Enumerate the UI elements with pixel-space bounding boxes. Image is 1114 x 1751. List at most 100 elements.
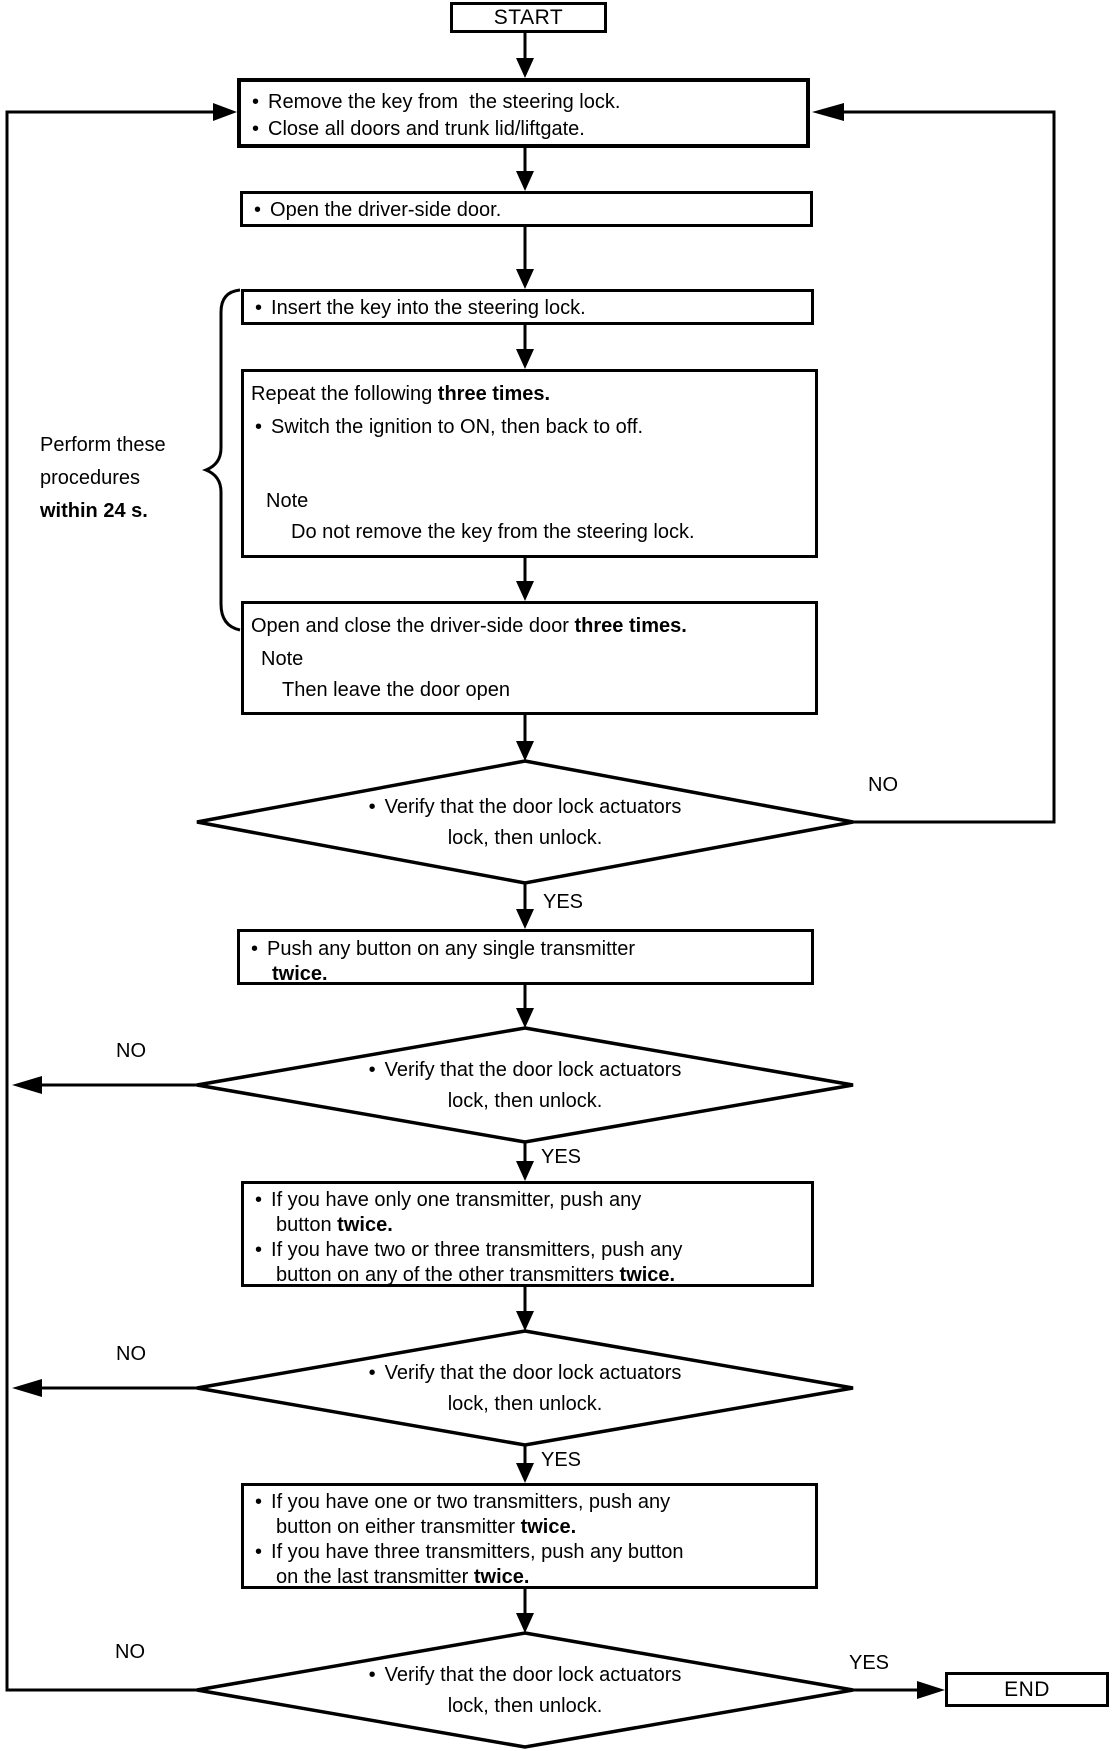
box-line: •Open the driver-side door. [243, 197, 810, 224]
arrowhead-verify3-yes [516, 1463, 534, 1483]
bullet-glyph: • [255, 1491, 263, 1513]
decision-verify-4-label: •Verify that the door lock actuators loc… [225, 1660, 825, 1722]
arrowhead-program-last-to-verify4 [516, 1613, 534, 1633]
process-box-open-door: •Open the driver-side door. [240, 191, 813, 227]
box-line: •Switch the ignition to ON, then back to… [244, 414, 815, 441]
brace-within-24s [201, 288, 241, 632]
verify1-no-label: NO [868, 774, 898, 796]
box-line: •If you have two or three transmitters, … [255, 1239, 683, 1261]
side-note-line: procedures [40, 467, 141, 489]
box-line: Repeat the following three times. [251, 383, 551, 405]
bullet-glyph: • [255, 297, 263, 319]
box-line: •Close all doors and trunk lid/liftgate. [241, 116, 806, 143]
process-box-ignition-cycles: Repeat the following three times. •Switc… [241, 369, 818, 558]
decision-line: •Verify that the door lock actuators [225, 1358, 825, 1389]
note-label: Note [261, 648, 304, 670]
process-box-program-last: •If you have one or two transmitters, pu… [241, 1483, 818, 1589]
decision-verify-2-shape [196, 1026, 854, 1144]
decision-verify-1-shape [196, 759, 854, 885]
box-line: button twice. [276, 1214, 393, 1236]
box-line: •If you have three transmitters, push an… [255, 1541, 684, 1563]
decision-line: lock, then unlock. [447, 1090, 603, 1112]
verify1-no-loop-line [844, 110, 1056, 824]
box-line: button on any of the other transmitters … [276, 1264, 676, 1286]
decision-line: lock, then unlock. [447, 1393, 603, 1415]
arrowhead-door-cycle-to-verify1 [516, 741, 534, 761]
arrowhead-into-reset-left [213, 103, 237, 121]
arrowhead-ignition-to-door-cycle [516, 581, 534, 601]
box-line: •If you have one or two transmitters, pu… [255, 1491, 671, 1513]
decision-verify-3-shape [196, 1329, 854, 1447]
process-box-reset: •Remove the key from the steering lock. … [237, 78, 810, 148]
decision-line: •Verify that the door lock actuators [225, 1055, 825, 1086]
box-line: button on either transmitter twice. [276, 1516, 577, 1538]
verify3-yes-label: YES [541, 1449, 582, 1471]
bullet-glyph: • [251, 938, 259, 960]
box-line: on the last transmitter twice. [276, 1566, 530, 1588]
bullet-glyph: • [255, 1189, 263, 1211]
flow-arrows [516, 33, 534, 1633]
side-note-line: Perform these [40, 434, 166, 456]
verify3-no-label: NO [116, 1343, 146, 1365]
box-line: •Push any button on any single transmitt… [251, 938, 636, 960]
arrowhead-reset-to-open-door [516, 171, 534, 191]
bullet-glyph: • [368, 796, 376, 818]
decision-verify-4-shape [196, 1631, 854, 1749]
box-line: twice. [272, 963, 328, 985]
box-line: Open and close the driver-side door thre… [251, 615, 687, 637]
box-line: •If you have only one transmitter, push … [255, 1189, 642, 1211]
side-note-line: within 24 s. [40, 500, 148, 522]
arrowhead-verify2-no [12, 1076, 42, 1094]
decision-line: •Verify that the door lock actuators [225, 792, 825, 823]
process-box-program-next: •If you have only one transmitter, push … [241, 1181, 814, 1287]
bullet-glyph: • [368, 1664, 376, 1686]
feedback-lines [5, 110, 1056, 1692]
box-line: •Remove the key from the steering lock. [241, 89, 806, 116]
verify1-yes-label: YES [543, 891, 584, 913]
verify4-no-label: NO [115, 1641, 145, 1663]
feedback-arrowheads [12, 103, 945, 1699]
start-label: START [493, 6, 564, 29]
arrowhead-into-reset-right [812, 103, 844, 121]
decision-line: lock, then unlock. [447, 827, 603, 849]
arrowhead-insert-key-to-ignition [516, 349, 534, 369]
arrowhead-verify2-yes [516, 1161, 534, 1181]
arrowhead-verify3-no [12, 1379, 42, 1397]
process-box-push-button: •Push any button on any single transmitt… [237, 929, 814, 985]
arrowhead-open-door-to-insert-key [516, 269, 534, 289]
note-label: Note [266, 490, 309, 512]
arrowhead-program-next-to-verify3 [516, 1311, 534, 1331]
bullet-glyph: • [255, 1239, 263, 1261]
note-text: Do not remove the key from the steering … [291, 521, 695, 543]
process-box-door-cycle: Open and close the driver-side door thre… [241, 601, 818, 715]
decision-line: •Verify that the door lock actuators [225, 1660, 825, 1691]
decision-verify-3-label: •Verify that the door lock actuators loc… [225, 1358, 825, 1420]
arrowhead-verify1-yes [516, 909, 534, 929]
decision-shapes [196, 759, 854, 1749]
arrowhead-push-button-to-verify2 [516, 1008, 534, 1028]
end-terminal: END [945, 1672, 1109, 1707]
decision-verify-2-label: •Verify that the door lock actuators loc… [225, 1055, 825, 1117]
decision-verify-1-label: •Verify that the door lock actuators loc… [225, 792, 825, 854]
verify2-no-label: NO [116, 1040, 146, 1062]
bullet-glyph: • [252, 118, 260, 140]
side-note-within-24s: Perform these procedures within 24 s. [40, 429, 220, 528]
end-label: END [1004, 1678, 1050, 1701]
bullet-glyph: • [255, 416, 263, 438]
verify2-yes-label: YES [541, 1146, 582, 1168]
left-no-loop-line [5, 110, 213, 1692]
bullet-glyph: • [254, 199, 262, 221]
start-terminal: START [450, 2, 607, 33]
decision-line: lock, then unlock. [447, 1695, 603, 1717]
arrowhead-start-to-reset [516, 58, 534, 78]
arrowhead-verify4-yes-to-end [917, 1681, 945, 1699]
verify4-yes-label: YES [849, 1652, 890, 1674]
bullet-glyph: • [255, 1541, 263, 1563]
box-line: •Insert the key into the steering lock. [244, 295, 811, 322]
bullet-glyph: • [368, 1362, 376, 1384]
process-box-insert-key: •Insert the key into the steering lock. [241, 289, 814, 325]
bullet-glyph: • [252, 91, 260, 113]
bullet-glyph: • [368, 1059, 376, 1081]
